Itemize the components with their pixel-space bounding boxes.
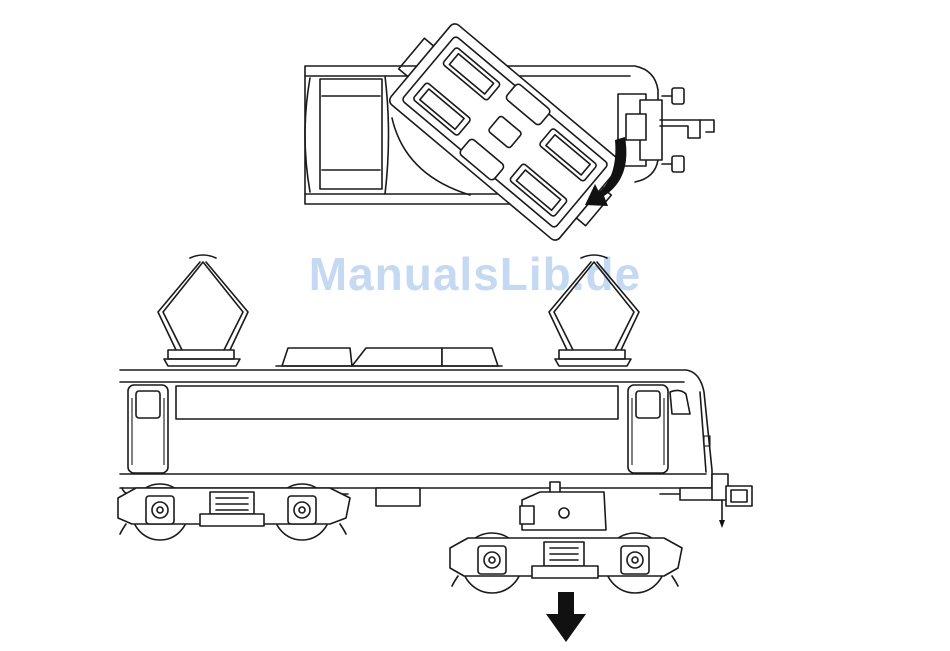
bogie-left-attached — [118, 484, 350, 540]
front-coupler — [680, 474, 752, 528]
locomotive-body — [120, 370, 712, 506]
bogie-right-removed — [450, 482, 682, 593]
roof-equipment — [276, 348, 502, 366]
top-view — [305, 14, 714, 251]
side-view — [118, 255, 752, 642]
bogie-rotated — [378, 14, 632, 251]
coupler-top — [618, 88, 714, 172]
pantograph-left — [158, 255, 248, 366]
down-arrow-icon — [546, 592, 586, 642]
